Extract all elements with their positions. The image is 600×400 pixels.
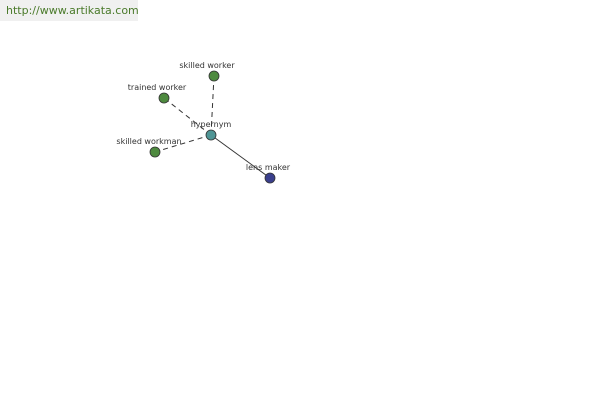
node-skilled-workman[interactable]	[149, 146, 161, 158]
label-trained-worker: trained worker	[128, 83, 187, 92]
node-trained-worker[interactable]	[158, 92, 170, 104]
edge-skilled-workman	[154, 134, 212, 153]
node-lens-maker[interactable]	[264, 172, 276, 184]
source-url-link[interactable]: http://www.artikata.com	[6, 4, 139, 17]
node-hypernym[interactable]	[205, 129, 217, 141]
edge-trained-worker	[163, 97, 212, 136]
edge-lens-maker	[210, 134, 271, 179]
label-skilled-worker: skilled worker	[179, 61, 235, 70]
label-skilled-workman: skilled workman	[116, 137, 181, 146]
label-lens-maker: lens maker	[246, 163, 291, 172]
edge-skilled-worker	[210, 75, 215, 136]
label-hypernym: hypernym	[191, 120, 232, 129]
source-url-bar: http://www.artikata.com	[0, 0, 139, 21]
node-skilled-worker[interactable]	[208, 70, 220, 82]
